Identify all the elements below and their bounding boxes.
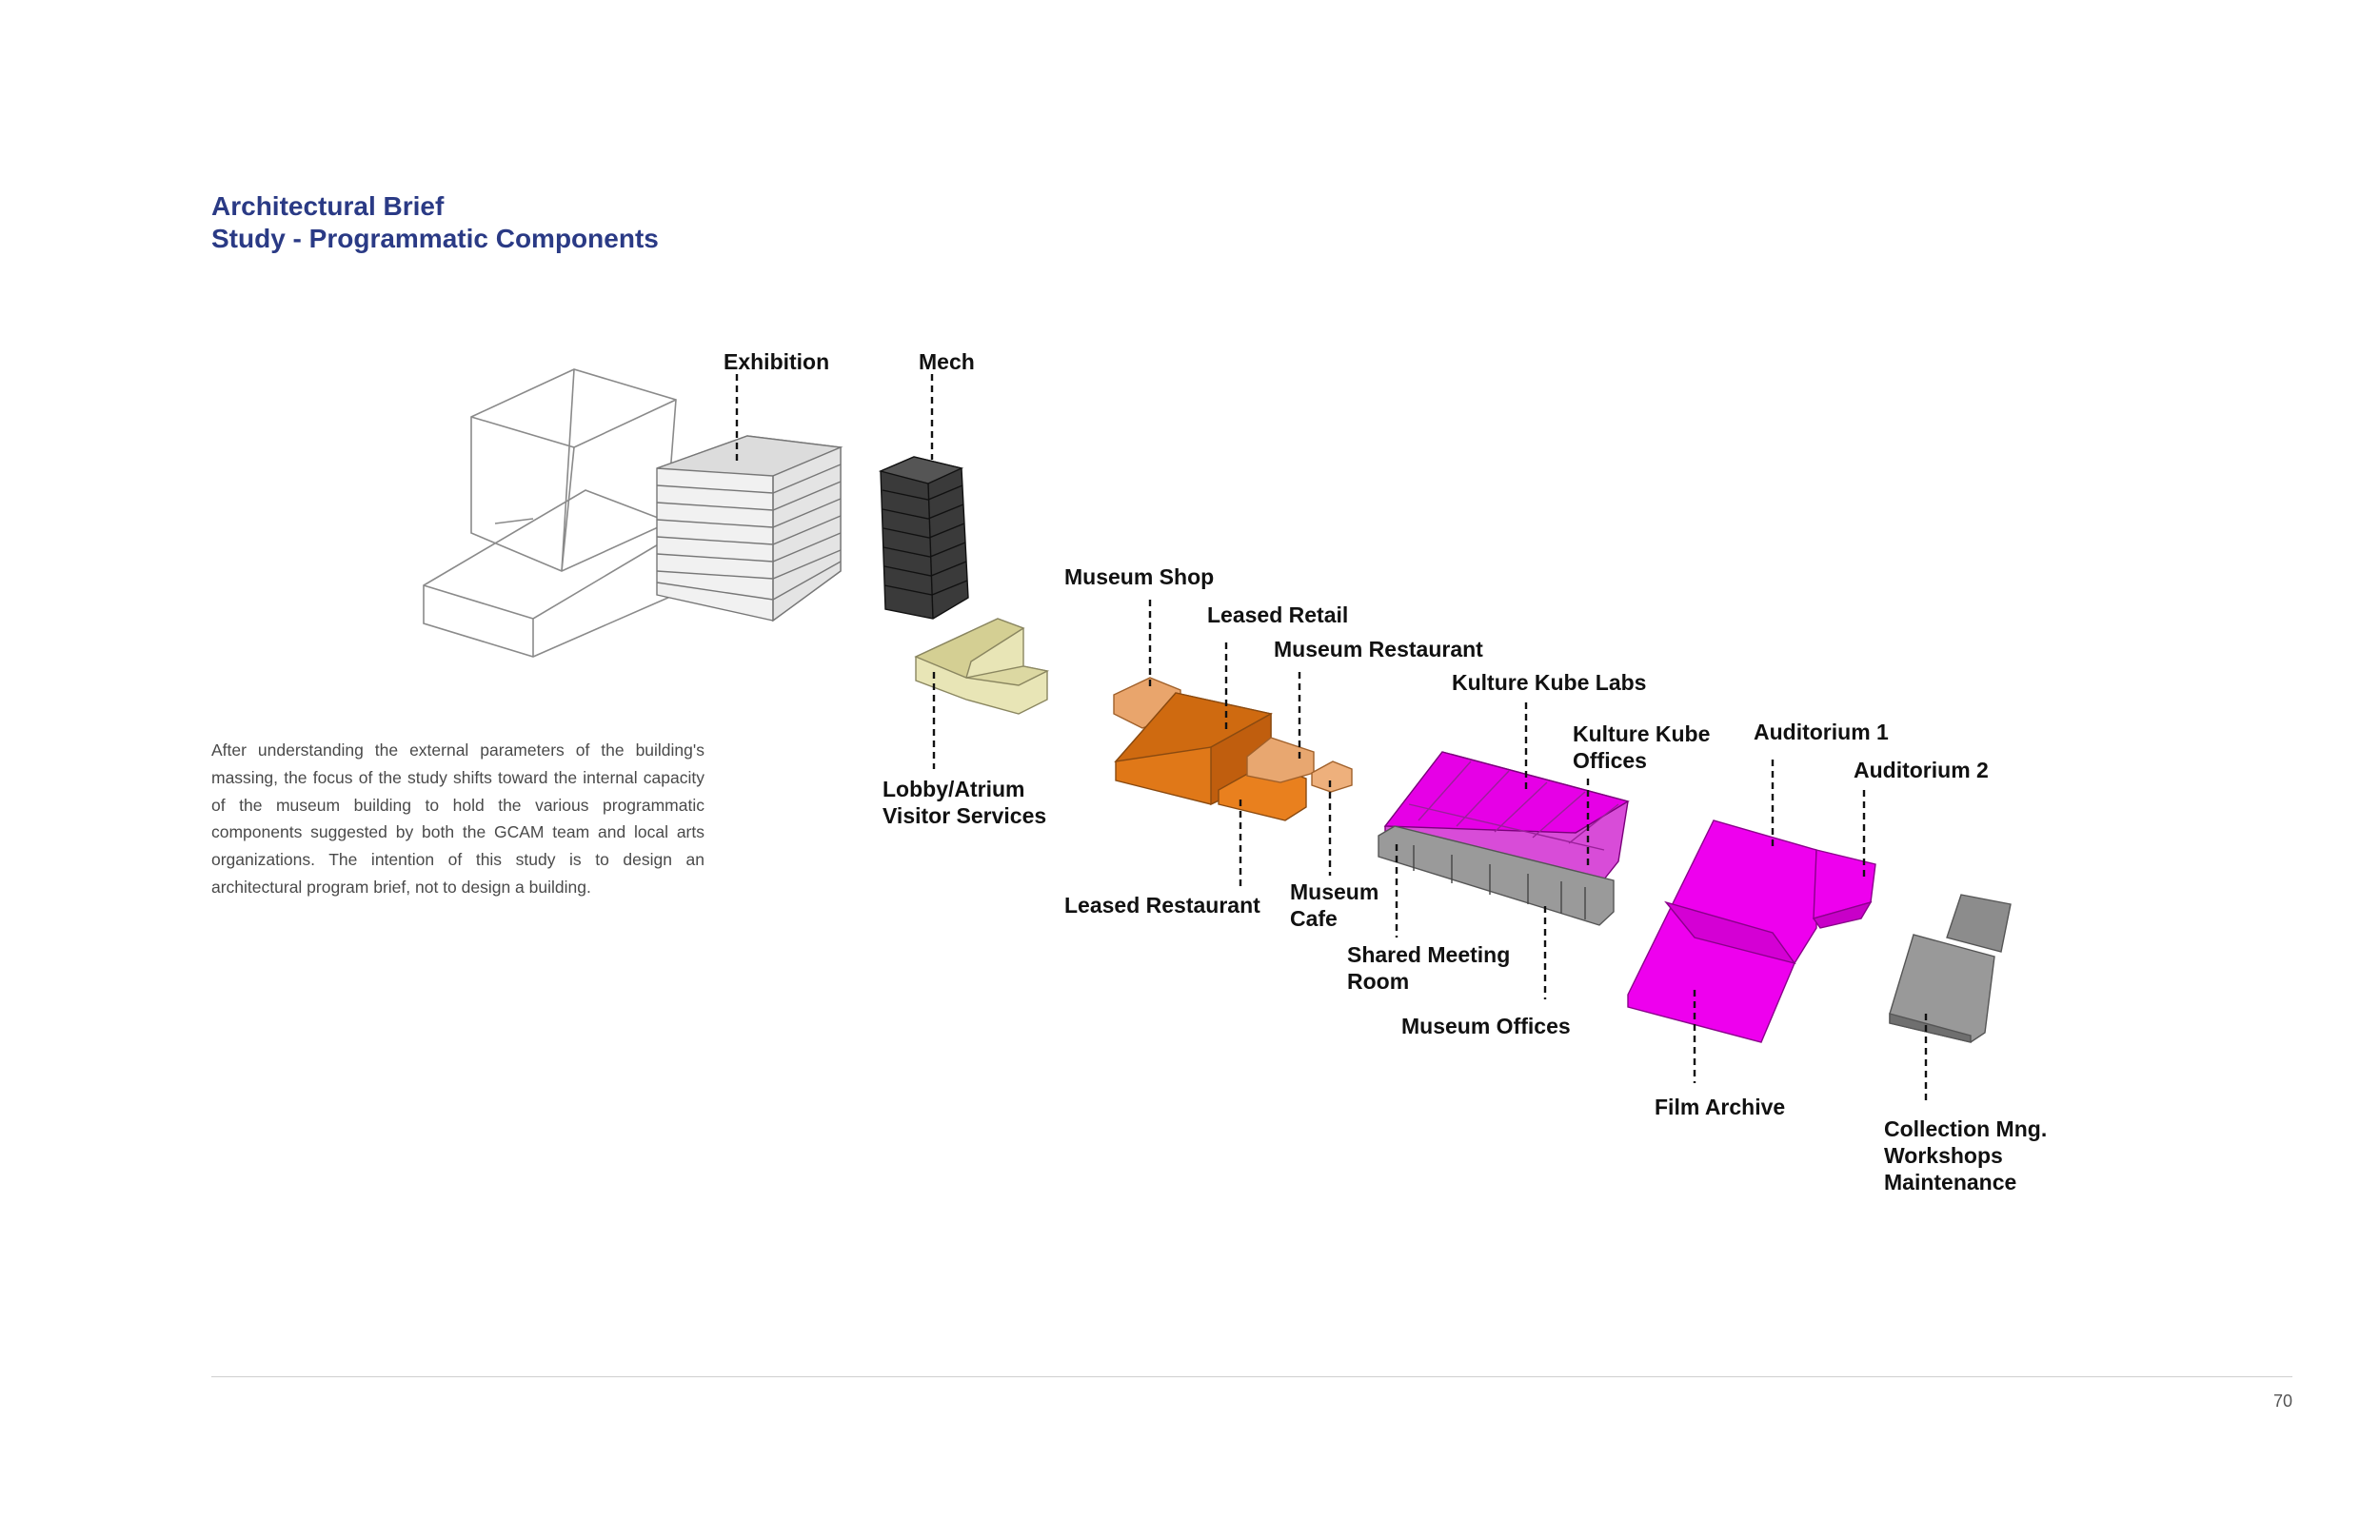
label-collection: Collection Mng. Workshops Maintenance bbox=[1884, 1116, 2048, 1194]
page-title: Architectural Brief bbox=[211, 191, 445, 221]
description-text: After understanding the external paramet… bbox=[211, 740, 704, 897]
lobby-block bbox=[914, 618, 1050, 715]
label-auditorium-2: Auditorium 2 bbox=[1854, 758, 1989, 782]
auditorium-block bbox=[1627, 819, 1876, 1043]
kulture-kube-block bbox=[1383, 751, 1630, 886]
label-mech: Mech bbox=[919, 349, 975, 374]
label-museum-restaurant: Museum Restaurant bbox=[1274, 637, 1483, 661]
museum-cafe-block bbox=[1311, 760, 1353, 793]
label-leased-restaurant: Leased Restaurant bbox=[1064, 893, 1260, 918]
label-kulture-kube-labs: Kulture Kube Labs bbox=[1452, 670, 1647, 695]
collection-block bbox=[1889, 894, 2012, 1043]
label-museum-shop: Museum Shop bbox=[1064, 564, 1215, 589]
page-number: 70 bbox=[2272, 1392, 2292, 1411]
label-auditorium-1: Auditorium 1 bbox=[1754, 720, 1889, 744]
label-museum-offices: Museum Offices bbox=[1401, 1014, 1571, 1038]
label-leased-retail: Leased Retail bbox=[1207, 602, 1349, 627]
label-museum-cafe: Museum Cafe bbox=[1290, 879, 1379, 931]
leader-lines bbox=[735, 374, 1928, 1104]
page-subtitle: Study - Programmatic Components bbox=[211, 224, 659, 253]
mech-block bbox=[878, 456, 969, 620]
label-exhibition: Exhibition bbox=[724, 349, 830, 374]
label-film-archive: Film Archive bbox=[1655, 1095, 1786, 1119]
museum-offices-block bbox=[1378, 825, 1615, 926]
building-wireframe bbox=[423, 368, 686, 658]
footer-divider bbox=[211, 1376, 2292, 1377]
label-kulture-kube-offices: Kulture Kube Offices bbox=[1573, 721, 1711, 773]
label-shared-meeting-room: Shared Meeting Room bbox=[1347, 942, 1511, 994]
exhibition-block bbox=[656, 435, 843, 622]
label-lobby: Lobby/Atrium Visitor Services bbox=[883, 777, 1047, 828]
